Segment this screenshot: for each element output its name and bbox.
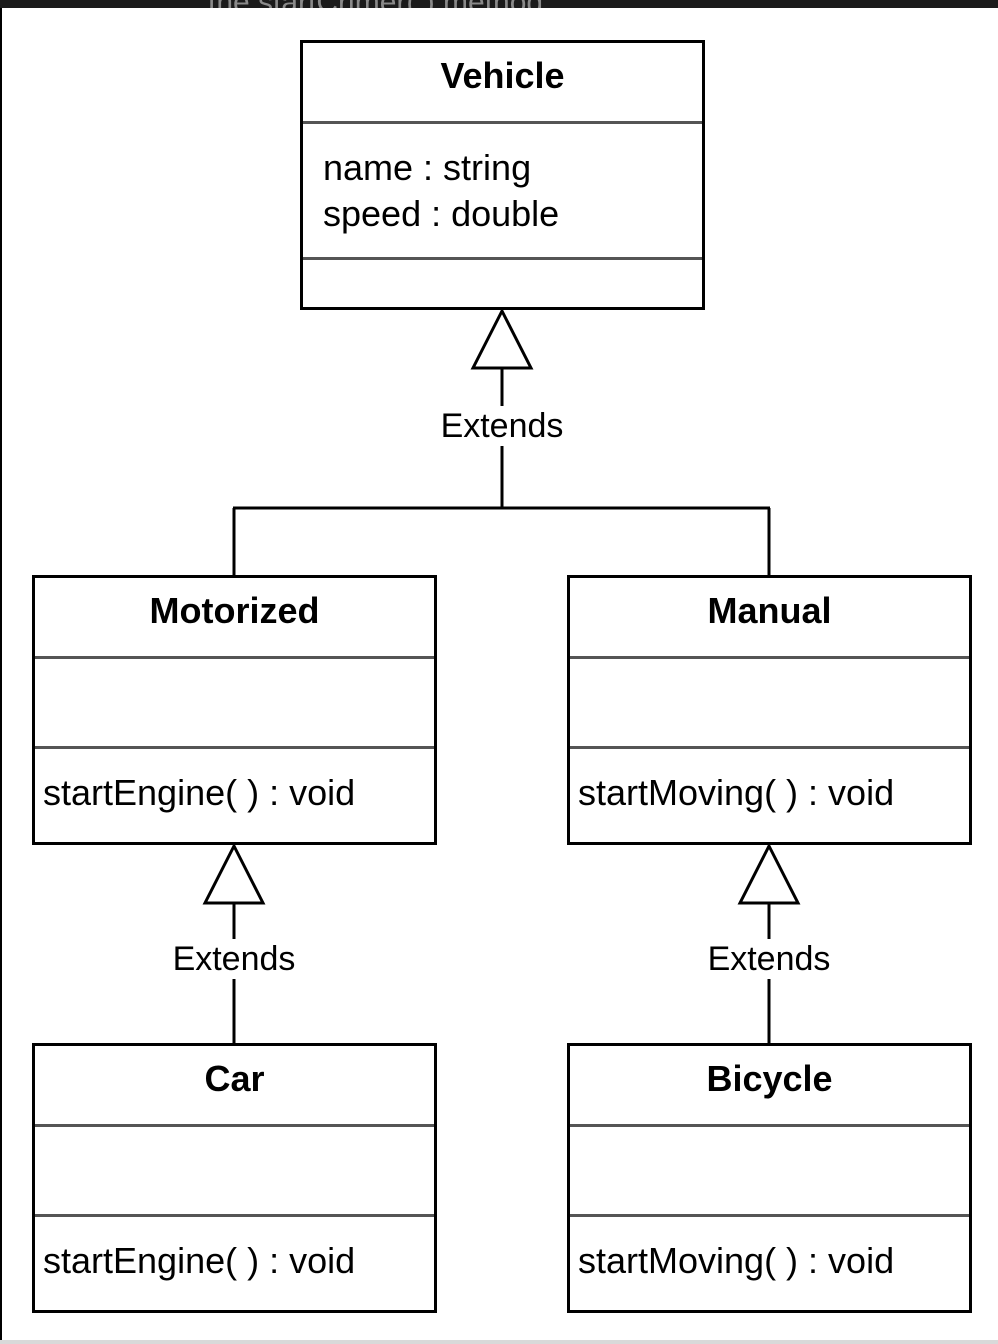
attribute: name : string <box>323 147 532 188</box>
class-box-car: Car startEngine( ) : void <box>32 1043 437 1313</box>
attribute: speed : double <box>323 193 560 234</box>
frame-left-border <box>0 8 2 1344</box>
class-name: Bicycle <box>706 1058 833 1099</box>
compartment-divider <box>570 746 969 749</box>
compartment-divider <box>303 257 702 260</box>
operation: startEngine( ) : void <box>43 772 356 813</box>
compartment-divider <box>303 121 702 124</box>
generalization-arrowhead-manual <box>737 842 801 905</box>
top-bar: the startCrimer( ) method <box>0 0 998 8</box>
compartment-divider <box>35 1214 434 1217</box>
class-box-motorized: Motorized startEngine( ) : void <box>32 575 437 845</box>
attribute-list: name : string speed : double <box>323 145 559 237</box>
compartment-divider <box>35 1124 434 1127</box>
frame-bottom-border <box>0 1340 998 1344</box>
extends-label: Extends <box>162 939 306 979</box>
compartment-divider <box>570 1214 969 1217</box>
operation: startMoving( ) : void <box>578 1240 895 1281</box>
operation: startEngine( ) : void <box>43 1240 356 1281</box>
extends-label: Extends <box>697 939 841 979</box>
operation: startMoving( ) : void <box>578 772 895 813</box>
compartment-divider <box>35 746 434 749</box>
extends-label: Extends <box>430 406 574 446</box>
compartment-divider <box>570 656 969 659</box>
generalization-arrowhead-vehicle <box>470 307 534 370</box>
class-name: Vehicle <box>440 55 565 96</box>
class-name: Manual <box>707 590 832 631</box>
class-box-bicycle: Bicycle startMoving( ) : void <box>567 1043 972 1313</box>
class-name: Car <box>204 1058 265 1099</box>
class-box-vehicle: Vehicle name : string speed : double <box>300 40 705 310</box>
compartment-divider <box>35 656 434 659</box>
compartment-divider <box>570 1124 969 1127</box>
generalization-arrowhead-motorized <box>202 842 266 905</box>
class-name: Motorized <box>149 590 320 631</box>
class-box-manual: Manual startMoving( ) : void <box>567 575 972 845</box>
cut-off-caption: the startCrimer( ) method <box>208 0 543 8</box>
